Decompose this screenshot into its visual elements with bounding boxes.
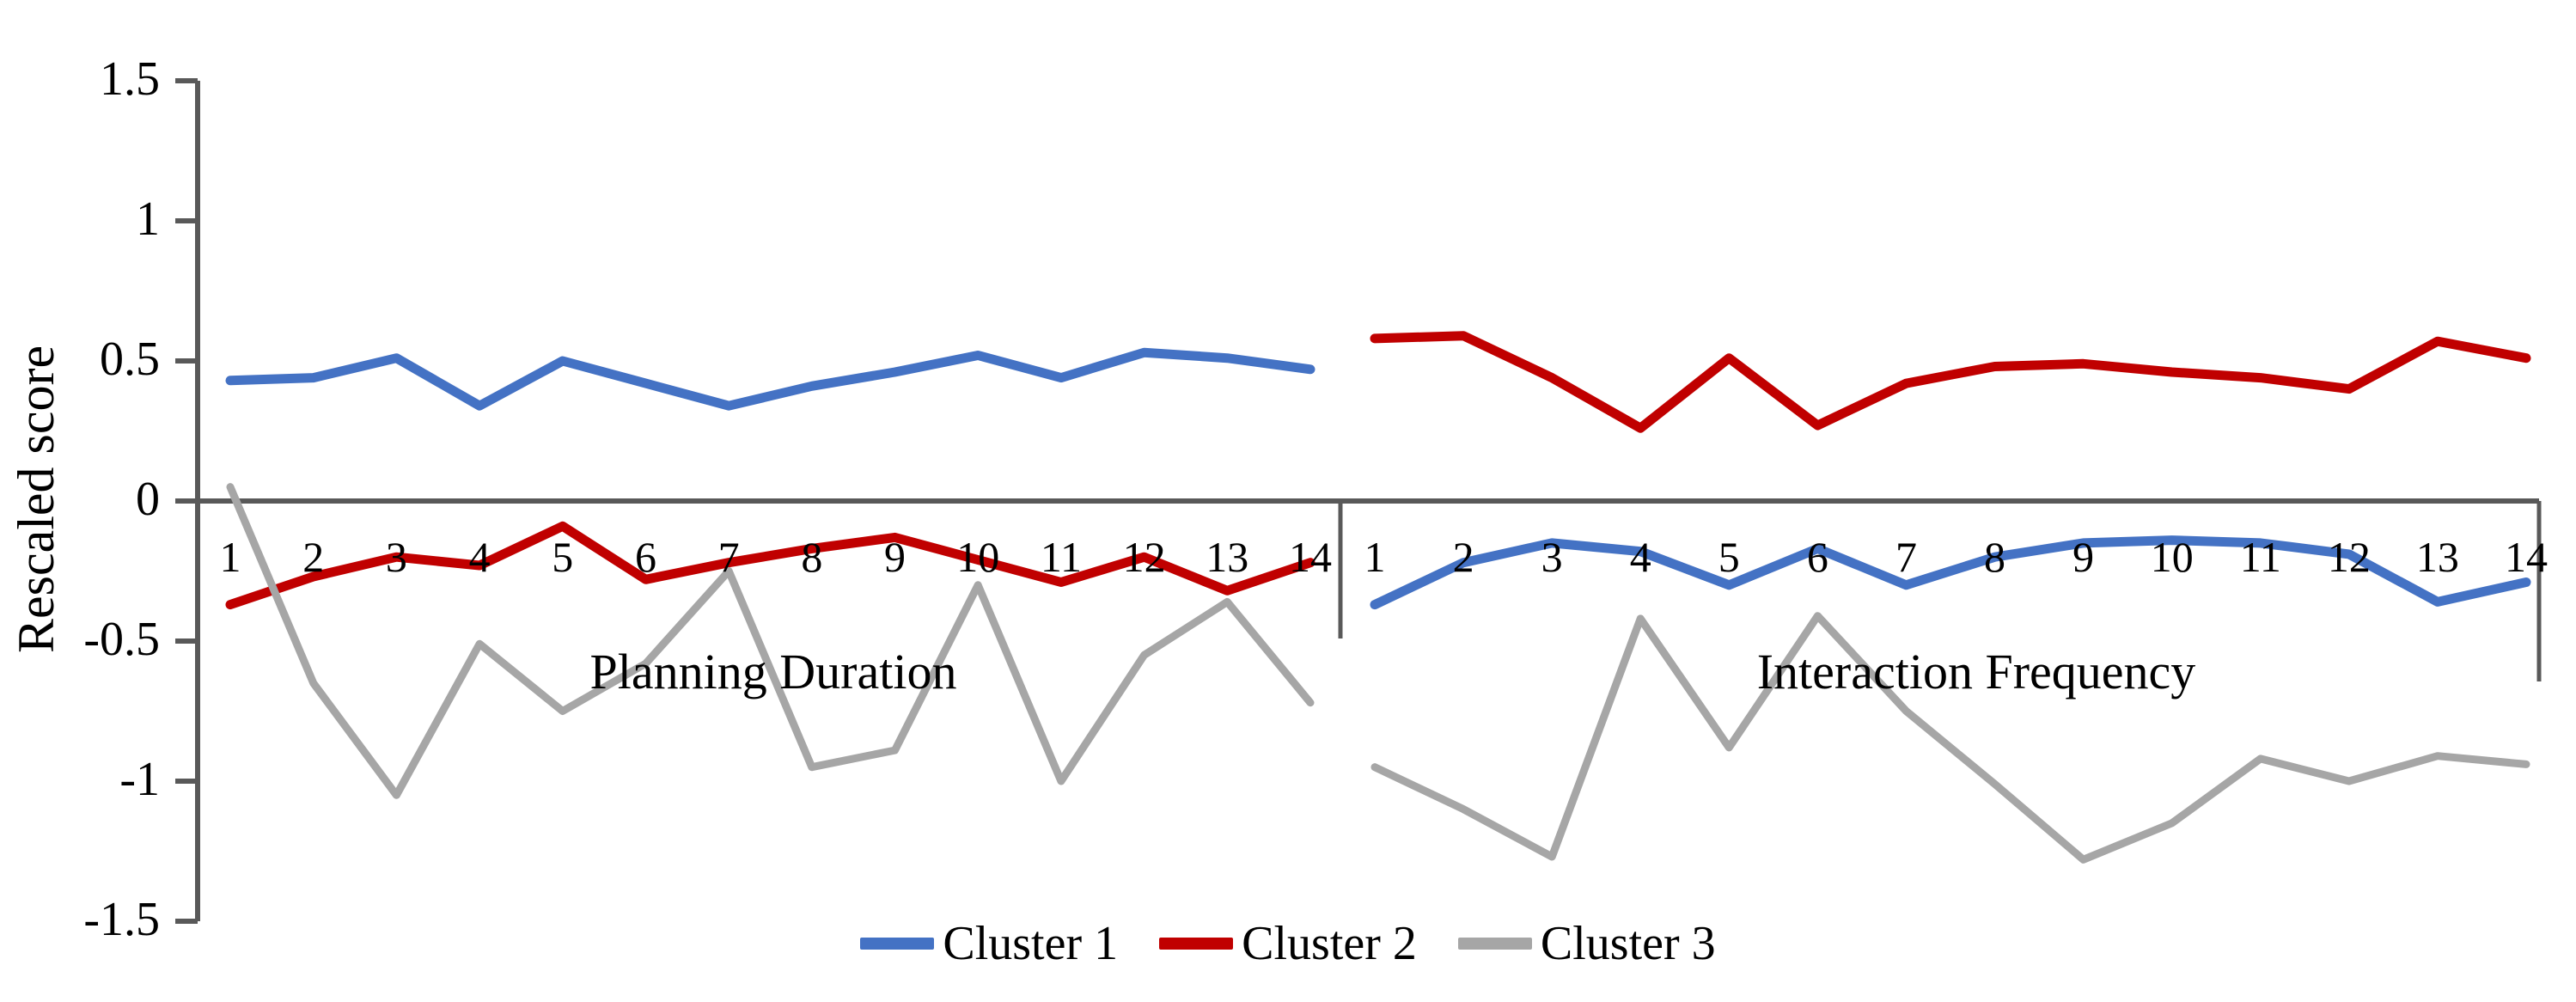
x-tick-label: 13 [2415,533,2459,581]
x-tick-label: 11 [1040,533,1082,581]
x-tick-label: 12 [2327,533,2371,581]
series-line-cluster-3-panel-1 [226,483,1315,799]
x-tick-label: 3 [1541,533,1563,581]
x-tick-label: 1 [1364,533,1386,581]
x-tick-label: 2 [1452,533,1474,581]
x-tick-label: 11 [2239,533,2281,581]
chart-legend: Cluster 1 Cluster 2 Cluster 3 [0,920,2576,968]
series-line-cluster-1-panel-2 [1370,535,2531,610]
series-line-cluster-1-panel-1 [225,347,1315,411]
x-tick-label: 14 [1289,533,1332,581]
series-line-cluster-2-panel-1 [225,521,1315,610]
legend-item-cluster-3: Cluster 3 [1457,917,1716,970]
panel-label-planning-duration: Planning Duration [589,644,957,700]
x-tick-label: 10 [956,533,1000,581]
x-tick-label: 10 [2150,533,2194,581]
x-tick-label: 5 [1718,533,1740,581]
x-tick-label: 7 [1895,533,1917,581]
x-tick-label: 8 [1984,533,2006,581]
panel-label-interaction-frequency: Interaction Frequency [1756,644,2196,700]
y-tick-label: 0.5 [100,333,160,386]
y-tick-label: -1 [119,753,160,806]
x-tick-label: 5 [552,533,574,581]
series-layer [225,331,2531,864]
legend-label: Cluster 2 [1242,917,1417,970]
x-tick-label: 2 [302,533,325,581]
legend-item-cluster-1: Cluster 1 [860,920,1118,968]
x-tick-label: 4 [468,533,491,581]
x-tick-label: 1 [219,533,241,581]
y-tick-label: -1.5 [83,893,160,946]
x-tick-label: 7 [717,533,740,581]
y-tick-label: 0 [136,473,160,526]
x-tick-label: 6 [1806,533,1828,581]
x-tick-label: 14 [2505,533,2548,581]
x-tick-label: 3 [385,533,407,581]
legend-label: Cluster 1 [943,917,1119,970]
y-tick-label: -0.5 [83,613,160,666]
x-tick-label: 8 [801,533,823,581]
legend-swatch-icon [860,938,935,950]
legend-swatch-icon [1159,938,1234,950]
x-tick-label: 6 [634,533,656,581]
y-tick-label: 1.5 [100,52,160,106]
x-tick-label: 12 [1122,533,1166,581]
legend-item-cluster-2: Cluster 2 [1159,920,1417,968]
x-tick-label: 9 [2072,533,2095,581]
series-line-cluster-3-panel-2 [1370,612,2530,864]
y-tick-label: 1 [136,192,160,246]
x-tick-label: 4 [1629,533,1651,581]
x-tick-label: 9 [884,533,906,581]
axis-layer [175,78,2542,924]
series-line-cluster-2-panel-2 [1370,331,2531,433]
legend-label: Cluster 3 [1540,917,1716,970]
x-tick-label: 13 [1206,533,1249,581]
legend-swatch-icon [1457,938,1532,950]
